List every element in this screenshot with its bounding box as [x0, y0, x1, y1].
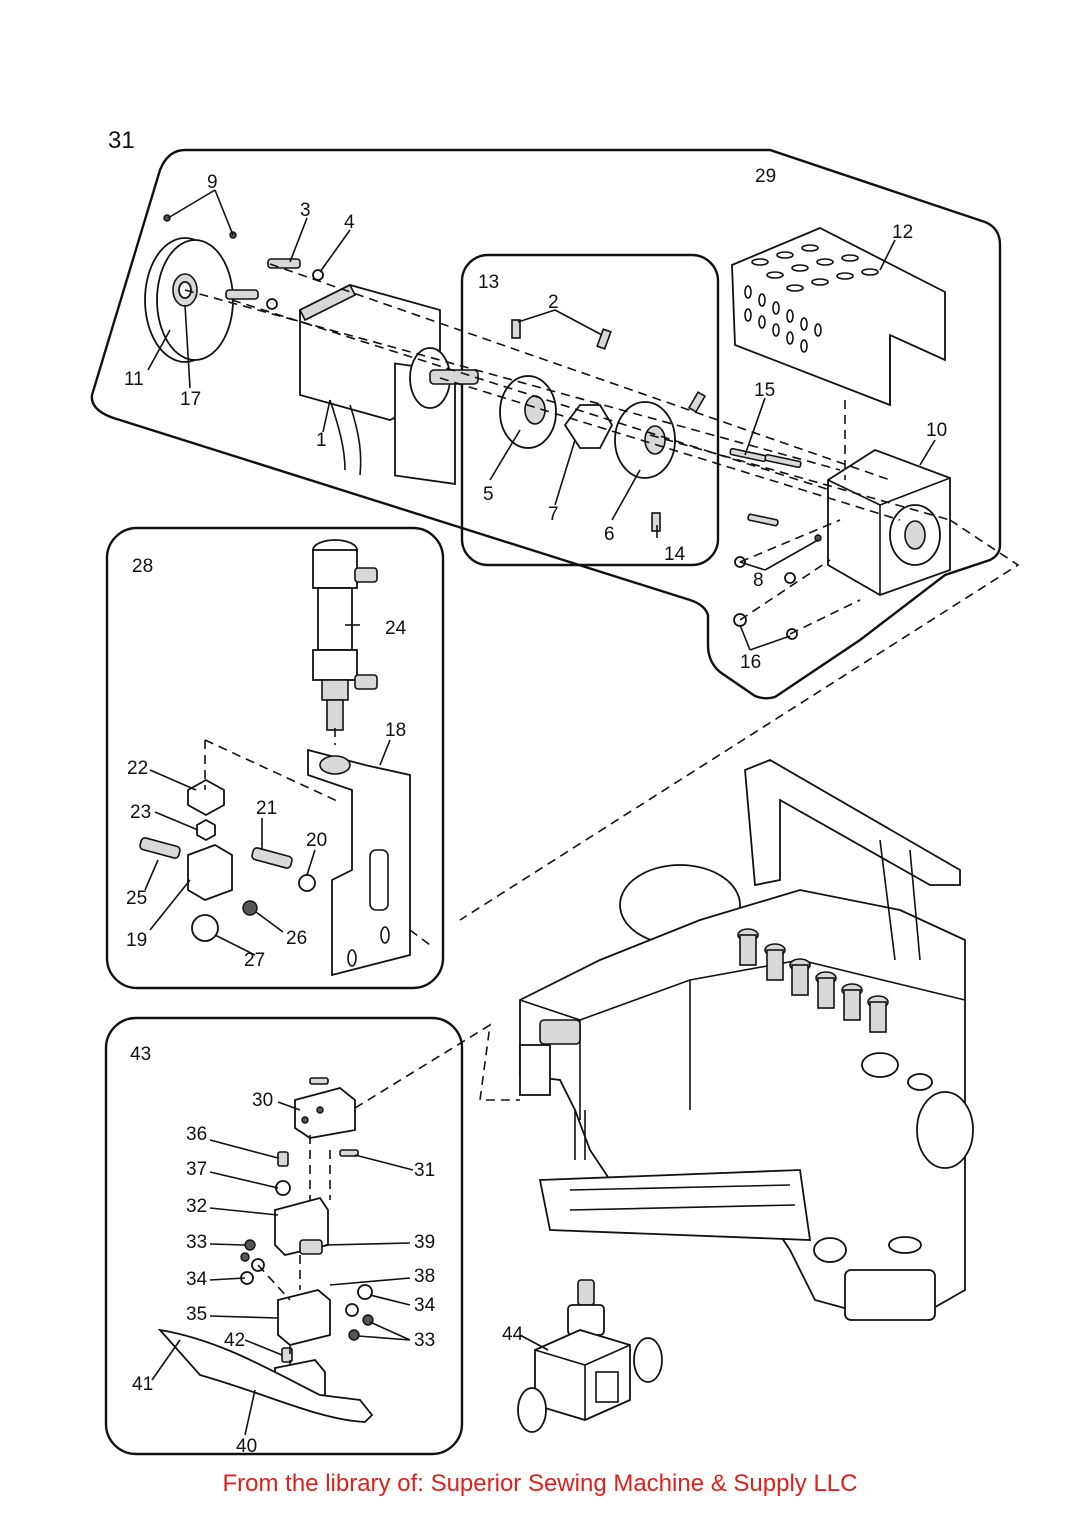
- callout-39: 39: [414, 1232, 435, 1253]
- callout-13: 13: [478, 272, 499, 293]
- callout-21: 21: [256, 798, 277, 819]
- callout-17: 17: [180, 389, 201, 410]
- speed-control-valve: [517, 1279, 663, 1433]
- callout-34: 34: [186, 1269, 208, 1290]
- motor-screws: [225, 258, 324, 310]
- pulley: [144, 214, 237, 363]
- coupling-parts: [499, 319, 707, 532]
- callout-6: 6: [604, 524, 615, 545]
- callout-11: 11: [124, 369, 144, 390]
- callout-33: 33: [186, 1232, 207, 1253]
- callout-37: 37: [186, 1159, 207, 1180]
- callout-33b: 33: [414, 1330, 435, 1351]
- callout-numbers: 9 3 4 11 17 1 13 2 5 7 6 14 29 12 15 10 …: [124, 166, 947, 1457]
- callout-24: 24: [385, 618, 407, 639]
- bracket-screws: [729, 447, 822, 640]
- callout-32: 32: [186, 1196, 207, 1217]
- callout-29: 29: [755, 166, 776, 187]
- callout-10: 10: [926, 420, 947, 441]
- callout-41: 41: [132, 1374, 153, 1395]
- callout-34b: 34: [414, 1295, 436, 1316]
- callout-1: 1: [316, 430, 327, 451]
- callout-27: 27: [244, 950, 265, 971]
- assembly-number: 31: [108, 127, 135, 154]
- callout-26: 26: [286, 928, 307, 949]
- callout-9: 9: [207, 172, 218, 193]
- library-footer: From the library of: Superior Sewing Mac…: [222, 1470, 858, 1497]
- callout-25: 25: [126, 888, 147, 909]
- callout-20: 20: [306, 830, 327, 851]
- callout-23: 23: [130, 802, 151, 823]
- group-43-dashes: [257, 1023, 520, 1365]
- air-cylinder: [312, 539, 378, 731]
- motor-bracket: [827, 448, 951, 596]
- callout-14: 14: [664, 544, 686, 565]
- callout-43: 43: [130, 1044, 151, 1065]
- callout-12: 12: [892, 222, 913, 243]
- callout-15: 15: [754, 380, 775, 401]
- group-28-outline: [105, 526, 445, 990]
- callout-36: 36: [186, 1124, 207, 1145]
- callout-40: 40: [236, 1436, 257, 1457]
- callout-3: 3: [300, 200, 311, 221]
- group-29-outline: [90, 148, 1002, 700]
- callout-2: 2: [548, 292, 559, 313]
- callout-8: 8: [753, 570, 764, 591]
- callout-16: 16: [740, 652, 761, 673]
- callout-30: 30: [252, 1090, 273, 1111]
- sewing-machine-head: [519, 759, 974, 1321]
- group-13-outline: [460, 253, 720, 567]
- servo-motor: [298, 283, 479, 485]
- callout-5: 5: [483, 484, 494, 505]
- clamp-parts-group-43: [157, 1077, 374, 1423]
- callout-38: 38: [414, 1266, 435, 1287]
- group-28-dashes: [204, 728, 431, 946]
- leader-lines: [144, 189, 936, 1436]
- group-29-leader-dashes: [184, 263, 1020, 921]
- callout-42: 42: [224, 1330, 245, 1351]
- callout-31: 31: [414, 1160, 435, 1181]
- mounting-bracket-18: [307, 748, 411, 977]
- motor-cover: [731, 227, 946, 407]
- callout-7: 7: [548, 504, 559, 525]
- callout-28: 28: [132, 556, 153, 577]
- callout-35: 35: [186, 1304, 207, 1325]
- callout-44: 44: [502, 1324, 524, 1345]
- callout-4: 4: [344, 212, 355, 233]
- group-43-outline: [104, 1016, 464, 1456]
- callout-22: 22: [127, 758, 148, 779]
- fittings-group-28: [139, 778, 316, 942]
- callout-18: 18: [385, 720, 406, 741]
- callout-19: 19: [126, 930, 147, 951]
